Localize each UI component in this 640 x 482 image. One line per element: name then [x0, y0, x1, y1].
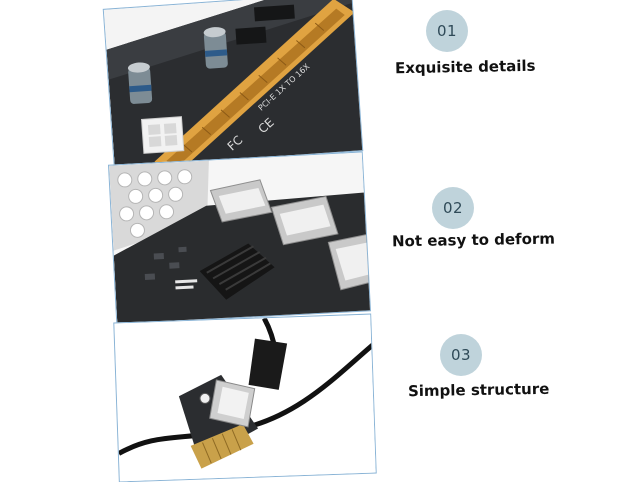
usb-port-3 — [327, 233, 372, 291]
feature-caption: Simple structure — [407, 379, 550, 401]
pcie-x16-slot — [154, 0, 355, 169]
capacitor-right — [203, 27, 228, 69]
photo-riser-card — [113, 313, 377, 482]
feature-number-badge: 01 — [426, 10, 468, 52]
usb-port-1 — [209, 179, 273, 223]
feature-number-badge: 03 — [440, 334, 482, 376]
power-connector — [140, 116, 185, 154]
photo-usb-board — [107, 151, 372, 325]
feature-caption: Exquisite details — [394, 56, 536, 78]
usb-plug — [248, 338, 288, 390]
feature-caption: Not easy to deform — [391, 229, 556, 251]
usb-board-image — [109, 152, 372, 325]
heatsink — [199, 243, 275, 300]
mounting-bracket — [109, 160, 209, 251]
feature-number-badge: 02 — [432, 187, 474, 229]
usb-port-2 — [270, 195, 339, 246]
riser-usb-port — [209, 379, 256, 428]
slot-closeup-image: PCI-E 1X TO 16X CE FC — [103, 0, 364, 169]
photo-slot-closeup: PCI-E 1X TO 16X CE FC — [102, 0, 364, 169]
capacitor-left — [127, 62, 153, 104]
riser-card-image — [114, 314, 377, 482]
